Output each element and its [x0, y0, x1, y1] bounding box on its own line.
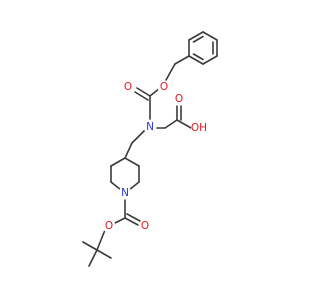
bond-ring-inner-1 — [192, 35, 204, 43]
bond-tbu-me2 — [96, 249, 112, 259]
label-bg — [191, 121, 207, 135]
acid-hydroxyl: OH — [191, 121, 207, 135]
atom-o-boc-carbonyl: O — [141, 220, 149, 232]
atom-n-glycine: N — [146, 121, 154, 133]
label-bg — [172, 92, 186, 106]
bond-co-double-b — [134, 91, 149, 101]
acid-carbonyl-oxygen: O — [172, 92, 186, 106]
bond-ring-inner-3 — [192, 53, 204, 61]
label-bg — [118, 186, 132, 200]
bond-ch2-o — [165, 63, 176, 81]
bond-ch2-pip — [124, 142, 133, 159]
bond-boc-c-o — [114, 217, 126, 224]
bond-ring-ch2 — [174, 55, 190, 65]
piperidine-nitrogen: N — [118, 186, 132, 200]
atom-o-boc-ester: O — [105, 220, 113, 232]
atom-o-acid-carbonyl: O — [175, 93, 183, 105]
atom-o-benzyl-ester: O — [160, 81, 168, 93]
structure-diagram: O O O N OH N O O — [82, 31, 218, 267]
bond-pip-1 — [124, 157, 140, 167]
label-bg — [143, 120, 157, 134]
bond-acid-oh — [176, 119, 192, 129]
bond-o-tbu — [96, 229, 106, 251]
bonds — [82, 31, 218, 267]
bond-ring-5 — [188, 55, 204, 65]
carbamate-carbonyl-oxygen: O — [121, 80, 135, 94]
bond-pip-3 — [128, 181, 140, 191]
boc-ester-oxygen: O — [102, 219, 116, 233]
bond-ch2-cooh — [164, 119, 178, 129]
bond-boc-co-a — [124, 217, 139, 226]
bond-pip-4 — [110, 181, 122, 191]
label-bg — [138, 219, 152, 233]
bond-n-ch2 — [131, 129, 146, 144]
benzyl-ester-oxygen: O — [157, 80, 171, 94]
bond-tbu-me1 — [82, 241, 98, 251]
label-bg — [121, 80, 135, 94]
bond-ring-2 — [202, 31, 218, 41]
atom-n-piperidine: N — [121, 187, 129, 199]
glycine-nitrogen: N — [143, 120, 157, 134]
bond-co-double-a — [136, 87, 151, 97]
bond-ring-4 — [202, 55, 218, 65]
bond-boc-co-b — [126, 213, 141, 222]
bond-pip-6 — [110, 157, 126, 167]
atom-labels: O O O N OH N O O — [102, 80, 207, 233]
boc-carbonyl-oxygen: O — [138, 219, 152, 233]
label-bg — [102, 219, 116, 233]
bond-ring-1 — [188, 31, 204, 41]
bond-tbu-me3 — [88, 249, 98, 267]
label-bg — [157, 80, 171, 94]
atom-oh-acid: OH — [191, 122, 207, 134]
atom-o-carbamate-carbonyl: O — [124, 81, 132, 93]
